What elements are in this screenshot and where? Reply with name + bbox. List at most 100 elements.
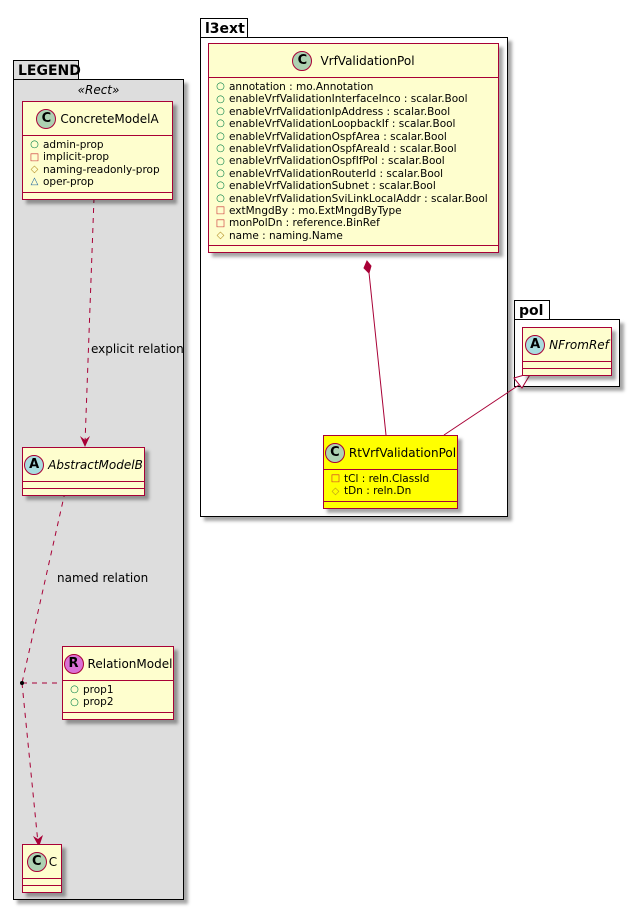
public-visibility-icon: ○ <box>70 684 79 696</box>
l3ext-package-name: l3ext <box>205 21 245 37</box>
class-badge-icon: C <box>324 442 345 463</box>
attribute-text: implicit-prop <box>43 151 110 164</box>
attribute-text: naming-readonly-prop <box>43 163 160 176</box>
composition-diamond <box>363 260 372 274</box>
attribute-row: ○ enableVrfValidationOspfAreaId : scalar.… <box>215 143 498 155</box>
methods-section <box>23 193 172 199</box>
private-visibility-icon: □ <box>29 151 40 163</box>
public-visibility-icon: ○ <box>216 130 225 142</box>
attribute-row: ○ enableVrfValidationLoopbackIf : scalar.… <box>215 118 498 130</box>
methods-section <box>523 369 611 375</box>
class-abstract-model-b[interactable]: A AbstractModelB <box>22 447 145 496</box>
attribute-row: □monPolDn : reference.BinRef <box>215 217 498 229</box>
attribute-row: ○ prop1 <box>69 684 173 696</box>
attribute-row: ○ enableVrfValidationIpAddress : scalar.B… <box>215 106 498 118</box>
attribute-text: admin-prop <box>43 139 104 151</box>
attribute-text: monPolDn : reference.BinRef <box>229 217 380 230</box>
attribute-text: tDn : reln.Dn <box>344 485 412 498</box>
relation-badge-icon: R <box>63 653 84 674</box>
pol-package-tab: pol <box>514 300 550 320</box>
public-visibility-icon: ○ <box>70 696 79 708</box>
class-name: VrfValidationPol <box>320 53 415 68</box>
attribute-text: prop1 <box>83 684 114 696</box>
attribute-text: enableVrfValidationOspfArea : scalar.Boo… <box>229 130 447 143</box>
attribute-row: □extMngdBy : mo.ExtMngdByType <box>215 205 498 217</box>
relation-junction-dot <box>20 681 24 685</box>
class-name: AbstractModelB <box>48 457 143 472</box>
attribute-row: ○enableVrfValidationSubnet : scalar.Bool <box>215 180 498 192</box>
class-name: RelationModel <box>87 656 173 671</box>
attributes-section <box>523 362 611 369</box>
methods-section <box>23 886 61 892</box>
attribute-row: ○ annotation : mo.Annotation <box>215 81 498 93</box>
abstract-badge-icon: A <box>24 454 45 475</box>
public-visibility-icon: ○ <box>216 143 225 155</box>
attribute-row: ○ enableVrfValidationRouterId : scalar.Bo… <box>215 168 498 180</box>
public-visibility-icon: ○ <box>216 118 225 130</box>
composition-line <box>367 262 387 436</box>
attributes-section <box>23 879 61 886</box>
attribute-row: ○ enableVrfValidationOspfIfPol : scalar.B… <box>215 155 498 167</box>
attribute-row: ○ enableVrfValidationSviLinkLocalAddr : s… <box>215 193 498 205</box>
attribute-text: enableVrfValidationOspfIfPol : scalar.Bo… <box>229 155 445 168</box>
attribute-row: △oper-prop <box>29 176 172 188</box>
named-relation-line-b <box>21 682 39 844</box>
legend-package-tab: LEGEND <box>13 60 81 80</box>
attribute-text: enableVrfValidationIpAddress : scalar.Bo… <box>229 105 451 118</box>
methods-section <box>63 713 173 719</box>
class-n-from-ref[interactable]: A NFromRef <box>522 327 612 376</box>
protected-visibility-icon: ◇ <box>216 230 225 242</box>
explicit-relation-label: explicit relation <box>91 342 184 356</box>
class-name: C <box>48 854 58 869</box>
named-relation-label: named relation <box>57 571 149 585</box>
attribute-row: ◇ tDn : reln.Dn <box>330 485 457 497</box>
public-visibility-icon: ○ <box>216 106 225 118</box>
attribute-row: □tCl : reln.ClassId <box>330 473 457 485</box>
attribute-text: name : naming.Name <box>229 229 343 242</box>
attribute-text: annotation : mo.Annotation <box>229 81 374 93</box>
attribute-row: ○ admin-prop <box>29 139 172 151</box>
public-visibility-icon: ○ <box>30 139 39 151</box>
pol-package-name: pol <box>519 303 544 319</box>
class-badge-icon: C <box>26 851 47 872</box>
class-badge-icon: C <box>36 108 57 129</box>
public-visibility-icon: ○ <box>216 168 225 180</box>
attribute-text: enableVrfValidationRouterId : scalar.Boo… <box>229 167 444 180</box>
class-concrete-model-a[interactable]: C ConcreteModelA ○ admin-prop □implicit-p… <box>22 101 173 200</box>
explicit-relation-line <box>84 197 95 444</box>
named-relation-arrowhead <box>33 835 43 847</box>
attribute-text: prop2 <box>83 696 114 709</box>
public-visibility-icon: ○ <box>216 81 225 93</box>
attributes-section: ○annotation : mo.Annotation○enableVrfVal… <box>209 78 498 247</box>
attribute-row: ◇ naming-readonly-prop <box>29 164 172 176</box>
class-name: RtVrfValidationPol <box>348 445 457 460</box>
package-visibility-icon: △ <box>30 176 39 188</box>
attribute-text: enableVrfValidationSviLinkLocalAddr : sc… <box>229 192 488 205</box>
public-visibility-icon: ○ <box>216 180 225 192</box>
attribute-row: ◇ name : naming.Name <box>215 230 498 242</box>
attributes-section <box>23 482 144 489</box>
attribute-row: ○ prop2 <box>69 696 173 708</box>
methods-section <box>324 502 457 508</box>
class-relation-model[interactable]: R RelationModel ○ prop1 ○ prop2 <box>62 646 174 720</box>
inheritance-line <box>443 382 523 436</box>
attribute-row: ○ enableVrfValidationOspfArea : scalar.Bo… <box>215 131 498 143</box>
protected-visibility-icon: ◇ <box>331 485 340 497</box>
protected-visibility-icon: ◇ <box>30 164 39 176</box>
explicit-relation-arrowhead <box>80 436 90 447</box>
public-visibility-icon: ○ <box>216 155 225 167</box>
class-rt-vrf-validation-pol[interactable]: C RtVrfValidationPol □tCl : reln.ClassId… <box>323 435 458 509</box>
private-visibility-icon: □ <box>330 473 341 485</box>
attribute-row: □implicit-prop <box>29 151 172 163</box>
public-visibility-icon: ○ <box>216 192 225 204</box>
attribute-text: enableVrfValidationOspfAreaId : scalar.B… <box>229 143 457 156</box>
class-c[interactable]: C C <box>22 844 62 893</box>
class-badge-icon: C <box>292 50 313 71</box>
public-visibility-icon: ○ <box>216 93 225 105</box>
class-name: ConcreteModelA <box>60 111 159 126</box>
abstract-badge-icon: A <box>525 334 546 355</box>
attribute-text: enableVrfValidationLoopbackIf : scalar.B… <box>229 118 456 131</box>
methods-section <box>209 246 498 252</box>
class-vrf-validation-pol[interactable]: C VrfValidationPol ○ annotation : mo.Anno… <box>208 43 499 254</box>
